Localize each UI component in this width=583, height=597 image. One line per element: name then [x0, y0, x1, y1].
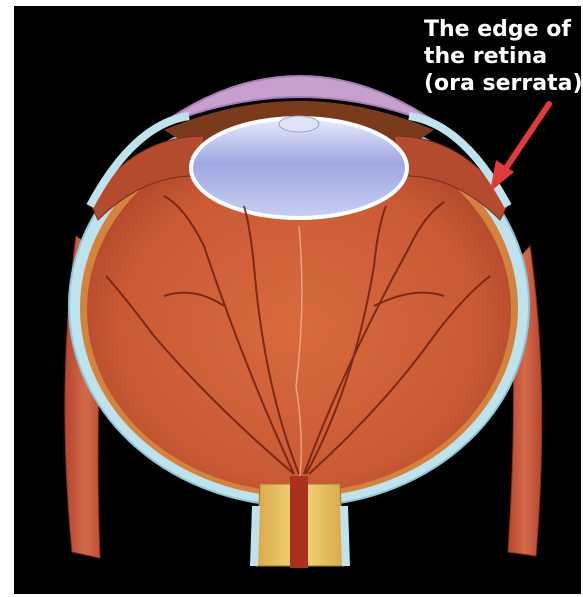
lens [191, 118, 407, 218]
eye-diagram-panel: The edge of the retina (ora serrata) [14, 6, 581, 594]
ora-serrata-label: The edge of the retina (ora serrata) [424, 16, 583, 97]
